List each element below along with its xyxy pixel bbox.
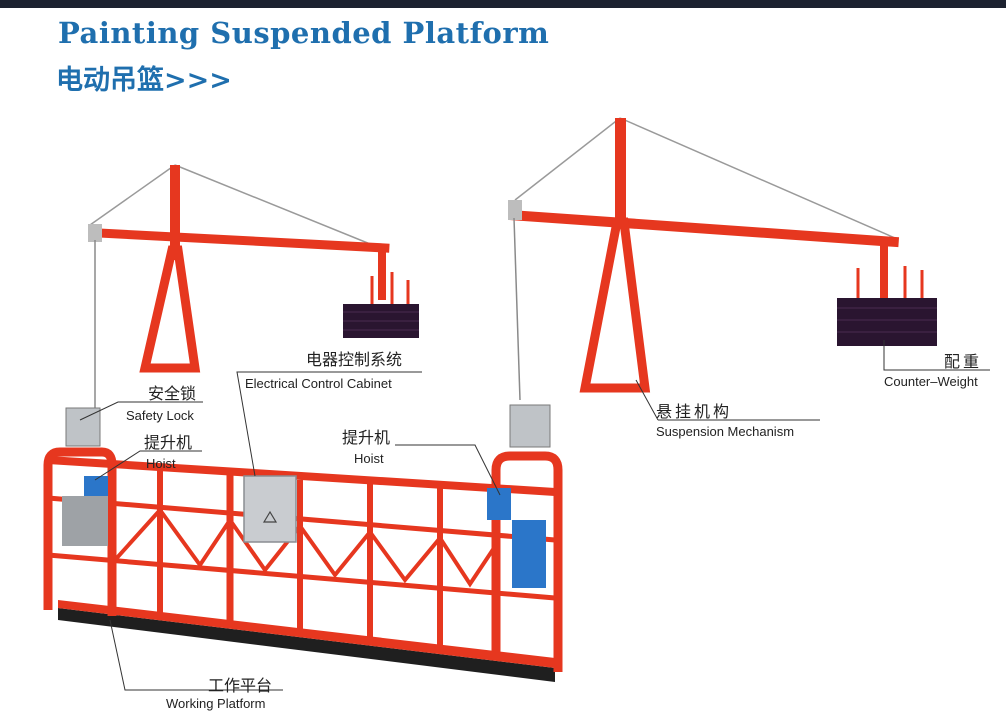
suspension-mechanism-label-cn: 悬挂机构 [656,402,733,421]
counter-weight-label-cn: 配重 [944,352,983,371]
hoist-right-label-cn: 提升机 [342,428,391,447]
electrical-cabinet-label-en: Electrical Control Cabinet [245,376,392,391]
electrical-cabinet-label-cn: 电器控制系统 [306,350,403,369]
working-platform [43,447,563,682]
safety-lock [65,404,551,448]
right-suspension-mechanism [508,117,900,401]
left-suspension-mechanism [88,164,390,410]
top-bar [0,0,1006,8]
page-title-chinese: 电动吊篮>>> [56,65,232,96]
electrical-control-cabinet [243,475,297,543]
safety-lock-label-en: Safety Lock [126,408,194,423]
suspension-mechanism-label-en: Suspension Mechanism [656,424,795,439]
hoist-left-label-cn: 提升机 [144,433,193,452]
working-platform-label-en: Working Platform [166,696,266,711]
hoist-right-label-en: Hoist [354,451,384,466]
working-platform-label-cn: 工作平台 [208,676,273,695]
right-counter-weight [837,262,937,346]
counter-weight-label-en: Counter–Weight [884,374,978,389]
left-counter-weight [343,272,419,338]
safety-lock-label-cn: 安全锁 [148,384,197,403]
callout-lines [79,340,990,691]
hoist-left-label-en: Hoist [146,456,176,471]
page-title: Painting Suspended Platform [58,16,550,50]
